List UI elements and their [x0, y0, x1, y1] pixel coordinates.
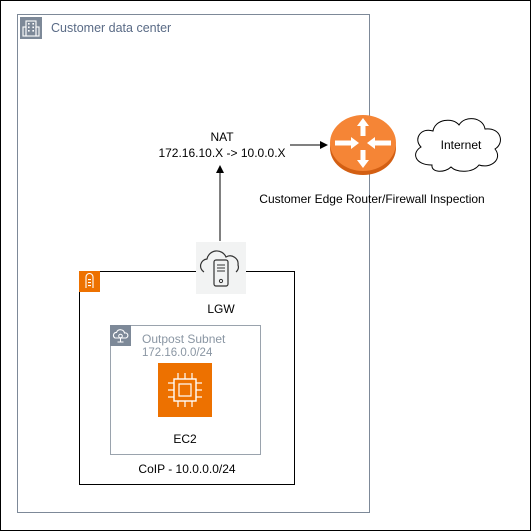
internet-cloud-icon	[415, 118, 501, 172]
ec2-instance-icon	[158, 363, 212, 417]
router-label: Customer Edge Router/Firewall Inspection	[259, 192, 485, 206]
internet-label: Internet	[440, 138, 482, 152]
customer-data-center-group	[17, 14, 370, 513]
local-gateway-node	[196, 242, 246, 294]
outpost-subnet-group	[110, 325, 261, 455]
outpost-subnet-cidr: 172.16.0.0/24	[142, 347, 213, 359]
outposts-icon	[79, 271, 100, 292]
outpost-subnet-label: Outpost Subnet	[142, 332, 226, 346]
ec2-label: EC2	[173, 432, 197, 446]
customer-data-center-label: Customer data center	[51, 21, 172, 35]
lgw-label: LGW	[207, 302, 235, 316]
coip-label: CoIP - 10.0.0.0/24	[138, 462, 236, 476]
nat-rule: 172.16.10.X -> 10.0.0.X	[158, 146, 286, 160]
router-icon	[330, 115, 396, 175]
corporate-data-center-icon	[20, 17, 42, 39]
subnet-icon	[110, 325, 131, 346]
local-gateway-icon	[199, 250, 240, 287]
nat-title: NAT	[210, 130, 234, 144]
outpost-group	[79, 271, 295, 485]
